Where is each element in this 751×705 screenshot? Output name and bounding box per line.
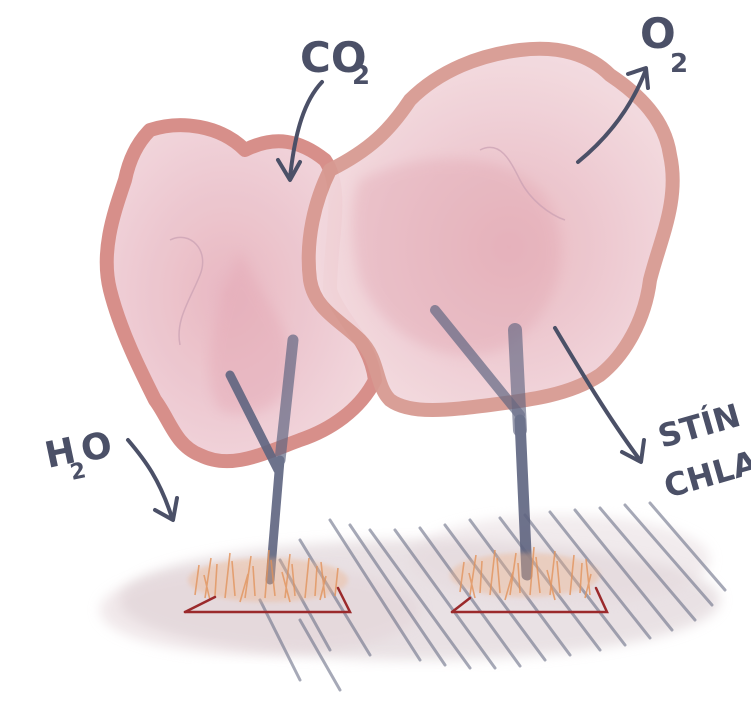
h2o-arrow	[128, 440, 177, 520]
co2-label-subscript: 2	[352, 61, 370, 91]
shade-label-line1: STÍN	[654, 396, 745, 456]
co2-label: CO 2	[300, 33, 370, 91]
shade-label: STÍN CHLA	[654, 396, 751, 506]
right-tree-canopy	[309, 49, 673, 410]
o2-label-subscript: 2	[670, 49, 688, 79]
h2o-label: H 2 O	[41, 424, 115, 486]
